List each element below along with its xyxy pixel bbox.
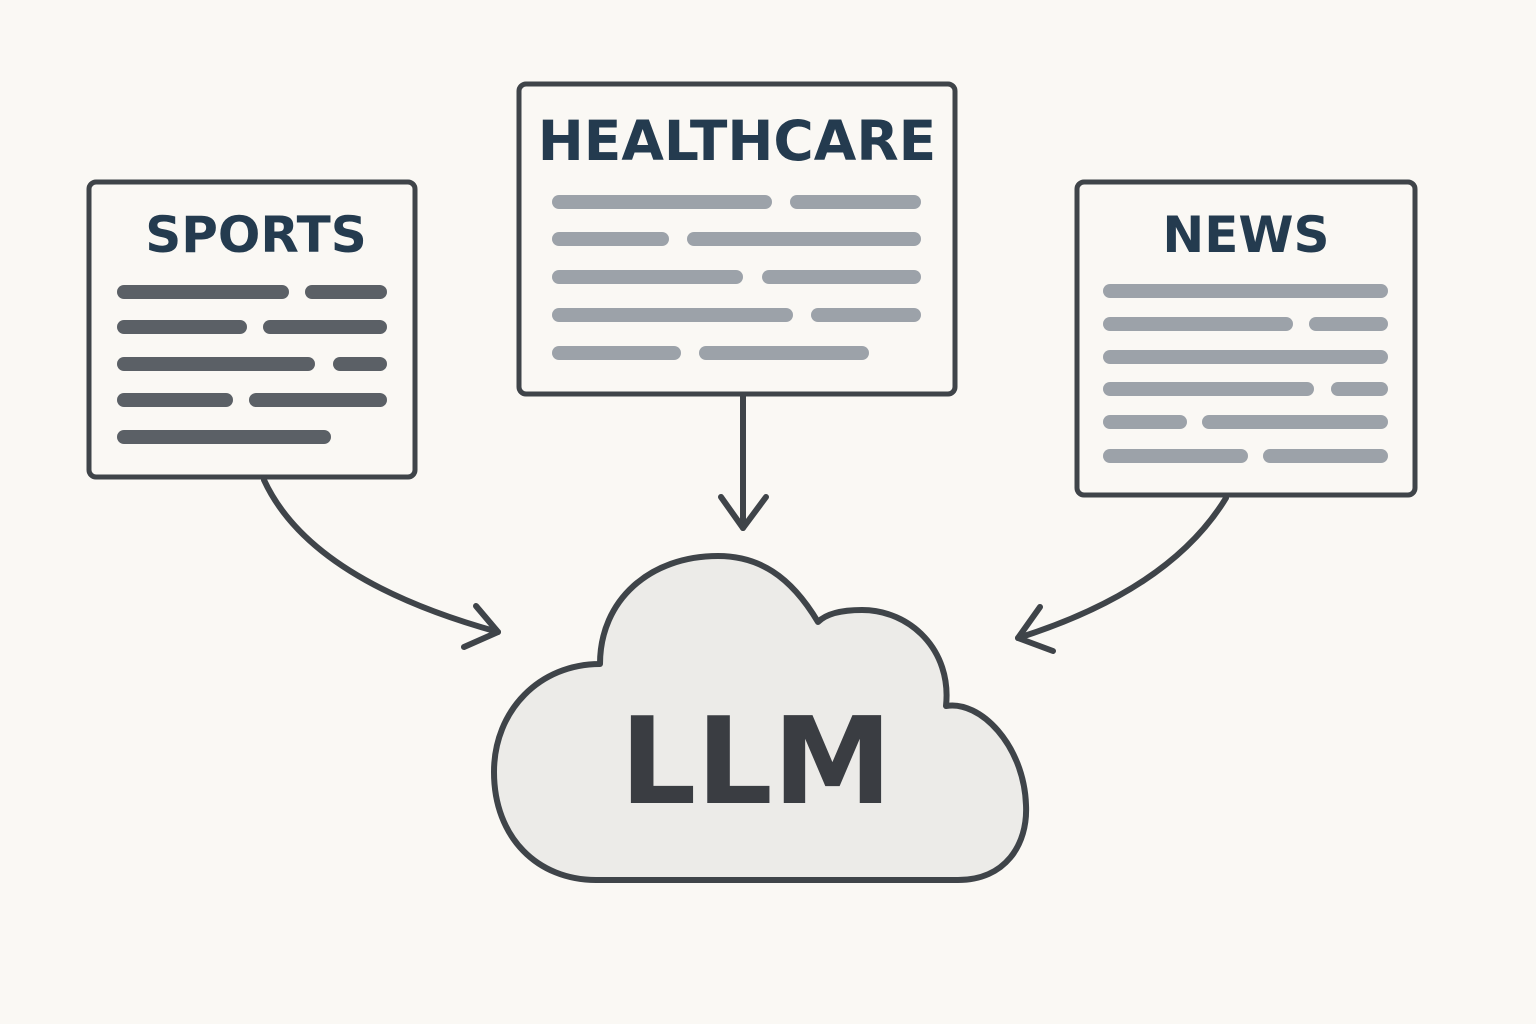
document-sports-text-lines <box>117 285 387 444</box>
llm-cloud: LLM <box>491 553 1030 883</box>
llm-label: LLM <box>620 693 892 832</box>
arrow-healthcare-to-llm <box>718 393 769 531</box>
document-news-title: NEWS <box>1162 206 1329 264</box>
document-healthcare: HEALTHCARE <box>516 81 958 397</box>
document-healthcare-title: HEALTHCARE <box>538 109 937 173</box>
arrow-sports-to-llm <box>261 477 501 650</box>
cloud-shape <box>491 553 1030 883</box>
arrows <box>261 393 1229 654</box>
arrow-news-to-llm <box>1015 495 1229 654</box>
document-healthcare-text-lines <box>552 195 921 360</box>
document-news-text-lines <box>1103 284 1388 463</box>
document-sports-title: SPORTS <box>145 206 367 264</box>
document-news: NEWS <box>1074 179 1418 498</box>
document-sports: SPORTS <box>86 179 418 480</box>
